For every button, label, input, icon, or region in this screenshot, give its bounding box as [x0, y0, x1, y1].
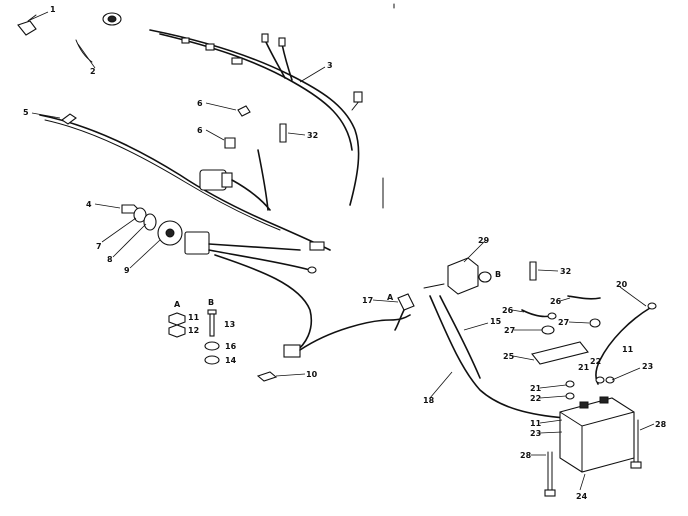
callout-8: 8	[107, 255, 113, 264]
lockwasher-part-16	[204, 341, 220, 351]
callout-9: 9	[124, 266, 130, 275]
harness-terminal	[278, 37, 286, 47]
cable-tie-32b	[529, 261, 537, 281]
callout-10: 10	[306, 370, 318, 379]
callout-4: 4	[86, 200, 92, 209]
callout-27: 27	[504, 326, 515, 335]
callout-11: 11	[188, 313, 200, 322]
callout-15: 15	[490, 317, 502, 326]
callout-25: 25	[503, 352, 515, 361]
cable-tie-32a	[279, 123, 287, 143]
callout-16: 16	[225, 342, 237, 351]
callout-11: 11	[530, 419, 542, 428]
callout-A: A	[387, 293, 394, 302]
callout-7: 7	[96, 242, 102, 251]
hold-down-rod-part-28-left	[544, 451, 556, 497]
callout-18: 18	[423, 396, 435, 405]
leader-lines	[29, 11, 655, 491]
harness-clip	[205, 43, 215, 51]
callout-26: 26	[550, 297, 562, 306]
callout-A: A	[174, 300, 181, 309]
harness-clip	[181, 37, 190, 44]
callout-22: 22	[590, 357, 601, 366]
nut-part-11	[168, 312, 186, 326]
callout-23: 23	[530, 429, 541, 438]
callout-32: 32	[560, 267, 571, 276]
callout-21: 21	[578, 363, 590, 372]
callout-2: 2	[90, 67, 96, 76]
callout-12: 12	[188, 326, 199, 335]
callout-28: 28	[655, 420, 667, 429]
nut-part-7	[133, 207, 147, 223]
callout-21: 21	[530, 384, 542, 393]
callout-6: 6	[197, 99, 203, 108]
mounting-bracket-6b	[224, 137, 236, 149]
callout-17: 17	[362, 296, 373, 305]
callout-32: 32	[307, 131, 318, 140]
nut-part-12	[168, 324, 186, 338]
callout-14: 14	[225, 356, 237, 365]
callout-24: 24	[576, 492, 588, 501]
harness-connector	[309, 241, 325, 251]
callout-B: B	[495, 270, 501, 279]
callout-11: 11	[622, 345, 634, 354]
connector-part-1	[17, 14, 37, 36]
relay-block	[184, 231, 317, 353]
cable-part-17	[394, 293, 415, 331]
cable-part-26	[521, 295, 601, 320]
battery-part-24	[559, 396, 635, 473]
bolt-part-13	[207, 309, 217, 337]
callout-3: 3	[327, 61, 333, 70]
ignition-switch-part-9	[157, 220, 183, 246]
harness-clip-left	[61, 113, 77, 125]
callout-20: 20	[616, 280, 628, 289]
callout-13: 13	[224, 320, 235, 329]
ignition-coil	[199, 149, 271, 211]
main-wiring-harness	[149, 29, 363, 206]
mounting-bracket-6a	[237, 105, 251, 117]
washer-part-8	[143, 213, 157, 231]
callout-23: 23	[642, 362, 653, 371]
callout-6: 6	[197, 126, 203, 135]
callout-B: B	[208, 298, 214, 307]
cable-part-20	[595, 302, 657, 385]
cable-part-18	[429, 295, 566, 419]
starter-solenoid-part-29	[423, 257, 492, 295]
battery-bracket-part-25	[531, 341, 589, 365]
harness-connector-top-right	[353, 91, 363, 103]
cable-part-27	[541, 318, 601, 335]
callout-26: 26	[502, 306, 514, 315]
hold-down-rod-part-28-right	[630, 419, 642, 469]
cap-part-2	[75, 12, 122, 63]
callout-28: 28	[520, 451, 532, 460]
lockwasher-part-14	[204, 355, 220, 365]
callout-5: 5	[23, 108, 29, 117]
connector-part-10	[256, 314, 411, 382]
callout-labels: 1 2 3 4 5 6 6 7 8 9 10 A 11 12 B 13 16 1…	[23, 5, 667, 501]
cable-part-15	[439, 295, 481, 379]
harness-terminal	[261, 33, 269, 43]
callout-22: 22	[530, 394, 541, 403]
callout-27: 27	[558, 318, 569, 327]
harness-clip	[231, 57, 243, 65]
callout-29: 29	[478, 236, 490, 245]
callout-1: 1	[50, 5, 56, 14]
